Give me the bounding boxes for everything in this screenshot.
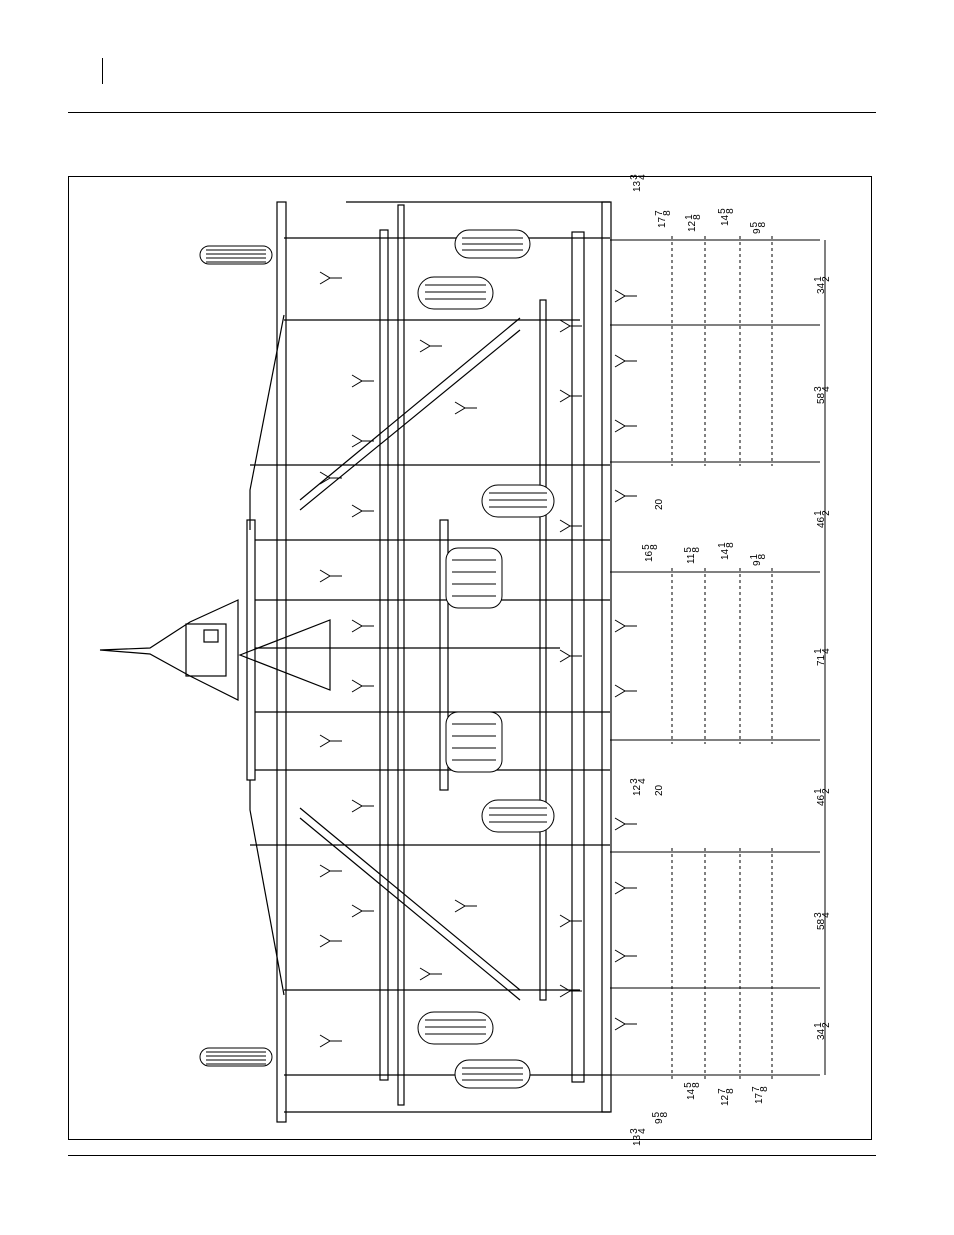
tire-wing-1 — [455, 230, 530, 258]
dim-34-1-2-b: 34 — [816, 1028, 827, 1040]
tire-center-4 — [482, 800, 554, 832]
dim-fraction-denominator: 8 — [725, 542, 736, 548]
tire-center-3 — [446, 712, 502, 772]
dim-fraction-denominator: 8 — [691, 1082, 702, 1088]
tire-center-1 — [482, 485, 554, 517]
dim-fraction-denominator: 2 — [821, 788, 832, 794]
dim-16-5-8: 16 — [644, 550, 655, 562]
dim-fraction-denominator: 8 — [725, 208, 736, 214]
tires — [200, 230, 554, 1088]
tire-wing-4 — [455, 1060, 530, 1088]
dim-71-1-4: 71 — [816, 654, 827, 666]
dim-fraction-denominator: 8 — [757, 221, 768, 227]
dim-17-7-8-b: 17 — [754, 1092, 765, 1104]
harrow — [610, 236, 825, 1079]
dim-12-3-4: 12 — [632, 784, 643, 796]
dim-fraction-denominator: 4 — [637, 174, 648, 180]
dim-11-5-8: 11 — [686, 553, 697, 564]
dim-20-top: 20 — [654, 498, 665, 510]
toolbar-3 — [540, 300, 546, 1000]
dim-9-1-8: 9 — [752, 560, 763, 566]
hitch-tongue — [100, 600, 238, 700]
dim-fraction-denominator: 8 — [759, 1086, 770, 1092]
dim-9-5-8: 9 — [752, 228, 763, 234]
dim-58-3-4-b: 58 — [816, 918, 827, 930]
shanks — [320, 272, 637, 1047]
dim-fraction-denominator: 8 — [691, 547, 702, 553]
dim-fraction-denominator: 2 — [821, 510, 832, 516]
hitch-plate — [186, 624, 226, 676]
lower-wing-diagonal — [250, 780, 284, 995]
tire-center-2 — [446, 548, 502, 608]
toolbar-2 — [398, 205, 404, 1105]
toolbar-1 — [380, 230, 388, 1080]
dim-fraction-denominator: 8 — [649, 544, 660, 550]
dim-46-1-2-b: 46 — [816, 794, 827, 806]
dim-46-1-2: 46 — [816, 516, 827, 528]
dim-12-1-8: 12 — [687, 220, 698, 232]
rear-toolbar — [572, 232, 584, 1082]
tire-wing-2 — [418, 277, 493, 309]
dim-fraction-denominator: 8 — [692, 214, 703, 220]
dim-fraction-denominator: 2 — [821, 1022, 832, 1028]
dim-fraction-denominator: 4 — [821, 386, 832, 392]
machine-frame — [100, 202, 611, 1122]
tire-front-bottom — [200, 1048, 272, 1066]
dim-fraction-denominator: 8 — [757, 553, 768, 559]
tire-front-top — [200, 246, 272, 264]
dim-fraction-denominator: 2 — [821, 276, 832, 282]
dim-fraction-denominator: 4 — [821, 912, 832, 918]
dim-fraction-denominator: 4 — [821, 648, 832, 654]
dim-58-3-4: 58 — [816, 392, 827, 404]
dim-fraction-denominator: 8 — [659, 1111, 670, 1117]
dim-14-5-8-b: 14 — [686, 1088, 697, 1100]
upper-wing-diagonal — [250, 315, 284, 530]
tire-wing-3 — [418, 1012, 493, 1044]
dim-14-1-8: 14 — [720, 548, 731, 560]
dim-fraction-denominator: 4 — [637, 1128, 648, 1134]
dim-13-3-4: 13 — [632, 180, 643, 192]
dim-9-5-8-b: 9 — [654, 1118, 665, 1124]
dim-13-3-4-b: 13 — [632, 1134, 643, 1146]
dim-20-bottom: 20 — [654, 784, 665, 796]
dim-17-7-8: 17 — [657, 216, 668, 228]
dim-fraction-denominator: 4 — [637, 778, 648, 784]
dim-fraction-denominator: 8 — [725, 1088, 736, 1094]
dim-34-1-2: 34 — [816, 282, 827, 294]
dim-12-7-8: 12 — [720, 1094, 731, 1106]
dim-fraction-denominator: 8 — [662, 210, 673, 216]
dim-14-5-8: 14 — [720, 214, 731, 226]
rear-rail — [602, 202, 611, 1112]
